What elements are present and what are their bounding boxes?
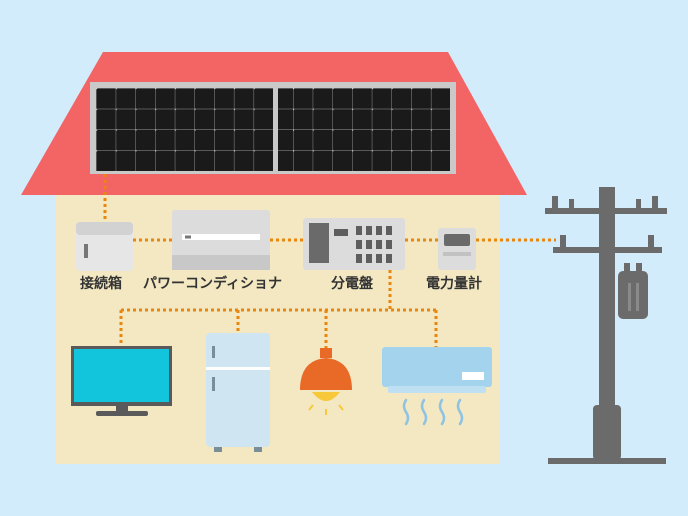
air-conditioner-icon	[382, 347, 492, 426]
label-junction-box: 接続箱	[80, 276, 122, 292]
tv-icon	[71, 346, 172, 416]
utility-pole-icon	[545, 187, 667, 464]
power-conditioner-icon	[172, 210, 270, 270]
distribution-board-icon	[303, 218, 405, 270]
solar-panel-icon	[90, 82, 456, 174]
junction-box-icon	[76, 222, 133, 271]
pendant-lamp-icon	[300, 348, 352, 415]
power-meter-icon	[438, 228, 476, 270]
label-power-conditioner: パワーコンディショナ	[143, 276, 283, 292]
wiring	[103, 174, 556, 348]
label-power-meter: 電力量計	[426, 276, 482, 292]
refrigerator-icon	[206, 333, 270, 452]
label-distribution-board: 分電盤	[331, 276, 373, 292]
